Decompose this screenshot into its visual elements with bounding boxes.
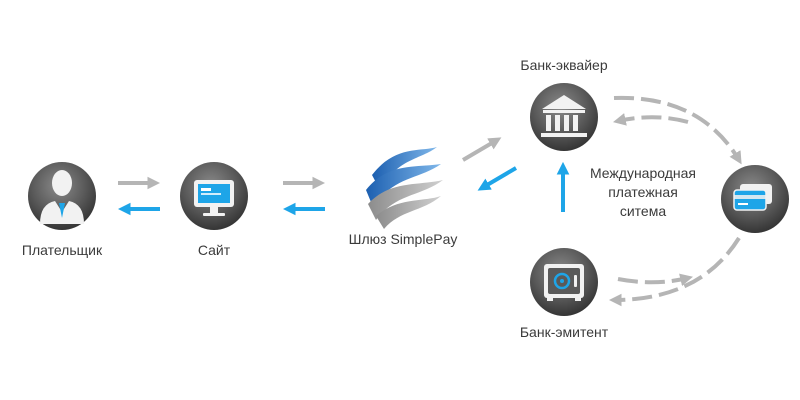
network-label-line-1: Международная xyxy=(589,165,697,181)
node-label-gateway: Шлюз SimplePay xyxy=(348,231,458,247)
safe-icon xyxy=(544,264,584,301)
node-label-payer: Плательщик xyxy=(21,242,103,258)
node-issuer xyxy=(530,248,598,316)
node-acquirer xyxy=(530,83,598,151)
node-label-acquirer: Банк-эквайер xyxy=(520,57,608,73)
node-payer xyxy=(28,162,96,230)
node-gateway xyxy=(366,147,443,229)
network-label-line-3: ситема xyxy=(619,203,667,219)
node-network xyxy=(721,165,789,233)
node-label-network: Международная платежная ситема xyxy=(578,164,708,221)
arrow-network-to-issuer xyxy=(608,236,741,307)
arrow-issuer-to-network xyxy=(617,273,693,287)
arrow-network-to-acquirer xyxy=(612,113,689,126)
node-label-site: Сайт xyxy=(197,242,231,258)
credit-cards-icon xyxy=(733,184,772,211)
arrow-acquirer-to-network xyxy=(613,95,742,165)
arrow-acquirer-to-gateway xyxy=(477,166,518,191)
bank-icon xyxy=(541,95,587,137)
network-label-line-2: платежная xyxy=(608,184,678,200)
arrow-gateway-to-acquirer xyxy=(461,137,502,162)
node-site xyxy=(180,162,248,230)
simplepay-logo-icon xyxy=(366,147,443,229)
node-label-issuer: Банк-эмитент xyxy=(519,324,609,340)
monitor-icon xyxy=(194,180,234,216)
user-icon xyxy=(40,170,84,224)
